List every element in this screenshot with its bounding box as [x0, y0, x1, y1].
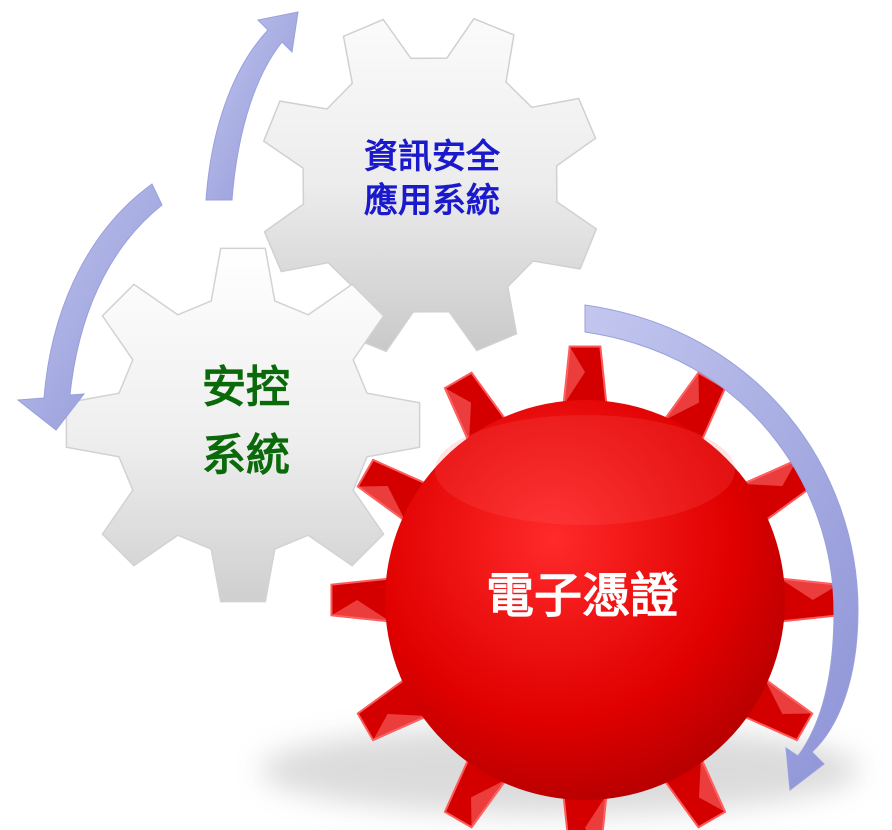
gear-e-certificate-body — [385, 400, 785, 800]
gear-e-certificate-tooth-facet — [357, 486, 406, 522]
gear-e-certificate-tooth-facet — [585, 794, 607, 830]
gear-e-certificate-tooth-facet — [373, 713, 428, 741]
gear-info-security-body — [262, 17, 598, 353]
arrow-left-to-top — [205, 11, 299, 201]
arrow-right-arc — [584, 304, 859, 791]
gear-info-security-label-2: 應用系統 — [364, 181, 500, 221]
gear-e-certificate-tooth-facet — [698, 757, 726, 812]
gear-e-certificate-tooth-facet — [563, 346, 585, 406]
gear-info-security: 資訊安全 應用系統 — [262, 17, 598, 353]
gear-e-certificate-highlight — [435, 415, 735, 525]
gear-e-certificate: 電子憑證 — [330, 345, 840, 830]
gear-e-certificate-tooth-facet — [471, 779, 507, 828]
gear-info-security-label: 資訊安全 — [364, 137, 501, 177]
gear-access-control-body — [65, 247, 421, 603]
gear-e-certificate-tooth-facet — [663, 372, 699, 421]
gear-e-certificate-label: 電子憑證 — [486, 568, 679, 624]
arrow-top-to-left — [16, 183, 163, 431]
gear-e-certificate-tooth-facet — [764, 678, 813, 714]
gear-e-certificate-tooth-facet — [742, 459, 797, 487]
gear-access-control-label: 安控 — [202, 362, 290, 413]
gear-e-certificate-tooth-facet — [779, 578, 839, 600]
gear-access-control: 安控 系統 — [65, 247, 421, 603]
gear-e-certificate-tooth-facet — [444, 388, 472, 443]
cycle-arrows — [16, 11, 859, 791]
gear-e-certificate-tooth-facet — [331, 600, 391, 622]
gear-access-control-label-2: 系統 — [202, 430, 290, 481]
